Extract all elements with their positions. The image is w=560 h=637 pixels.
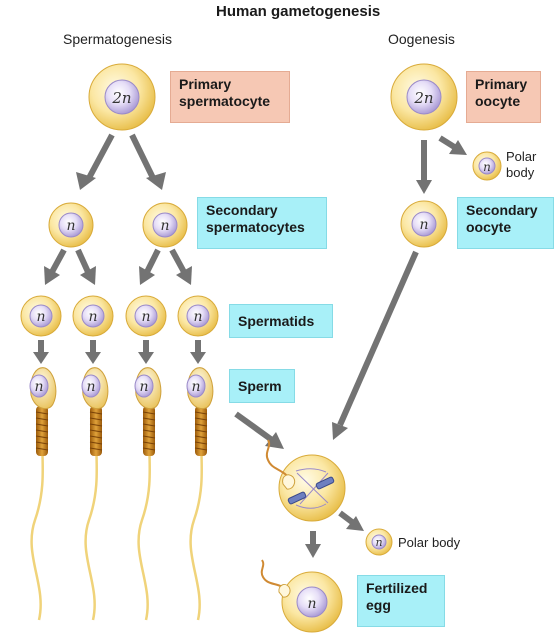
label-secondary-spermatocytes: Secondary spermatocytes — [197, 197, 327, 249]
fertilized-egg-cell: n — [260, 559, 343, 633]
sperm-cell-4: n — [186, 367, 214, 621]
arrow-primary-to-secondary-right — [129, 133, 156, 180]
ploidy-n-label: n — [139, 379, 148, 395]
label-fertilized-egg: Fertilized egg — [357, 575, 445, 627]
label-spermatids: Spermatids — [229, 304, 333, 338]
ploidy-n-label: n — [483, 160, 491, 174]
arrow-sec1-to-tid1 — [49, 248, 67, 274]
ploidy-2n-label: 2n — [111, 89, 131, 107]
fertilization-egg-cell — [265, 439, 346, 522]
ploidy-n-label: n — [141, 309, 150, 325]
arrow-egg-to-polar-body — [338, 510, 354, 525]
ploidy-n-label: n — [66, 218, 75, 234]
label-polar-body-2: Polar body — [398, 535, 461, 550]
label-primary-oocyte-line1: Primary — [475, 76, 528, 92]
arrow-sec2-to-tid4 — [169, 248, 187, 274]
oogenesis-heading: Oogenesis — [388, 31, 455, 47]
sperm-cell-2: n — [81, 367, 109, 621]
arrow-primary-to-secondary-left — [86, 133, 115, 180]
label-secondary-oocyte: Secondary oocyte — [457, 197, 554, 249]
ploidy-n-label: n — [307, 596, 316, 612]
ploidy-n-label: n — [160, 218, 169, 234]
secondary-oocyte-cell: n — [400, 200, 448, 248]
ploidy-n-label: n — [34, 379, 43, 395]
polar-body-1-cell: n — [472, 151, 502, 181]
arrow-sec1-to-tid2 — [75, 248, 91, 274]
secondary-spermatocyte-cell-2: n — [142, 202, 188, 248]
diagram-title: Human gametogenesis — [216, 3, 381, 20]
ploidy-n-label: n — [36, 309, 45, 325]
label-secondary-oocyte-line1: Secondary — [466, 202, 538, 218]
label-primary-spermatocyte-line2: spermatocyte — [179, 93, 271, 109]
ploidy-n-label: n — [86, 379, 95, 395]
label-sperm-text: Sperm — [238, 378, 282, 394]
spermatid-cell-2: n — [72, 295, 114, 337]
spermatid-cell-4: n — [177, 295, 219, 337]
label-polar-body-1: Polar body — [506, 149, 536, 181]
arrow-sperm-to-egg — [234, 411, 274, 443]
spermatid-cell-3: n — [125, 295, 167, 337]
polar-body-2-cell: n — [365, 528, 393, 556]
label-primary-oocyte: Primary oocyte — [466, 71, 541, 123]
label-polar-body-1-line2: body — [506, 165, 535, 180]
label-primary-spermatocyte: Primary spermatocyte — [170, 71, 290, 123]
primary-spermatocyte-cell: 2n — [88, 63, 156, 131]
ploidy-n-label: n — [88, 309, 97, 325]
secondary-spermatocyte-cell-1: n — [48, 202, 94, 248]
label-secondary-spermatocytes-line1: Secondary — [206, 202, 278, 218]
arrows — [33, 133, 467, 558]
label-sperm: Sperm — [229, 369, 295, 403]
label-fertilized-egg-line1: Fertilized — [366, 580, 428, 596]
ploidy-n-label: n — [419, 217, 428, 233]
label-polar-body-1-line1: Polar — [506, 149, 537, 164]
sperm-cell-3: n — [134, 367, 162, 621]
label-primary-spermatocyte-line1: Primary — [179, 76, 232, 92]
label-primary-oocyte-line2: oocyte — [475, 93, 521, 109]
spermatogenesis-heading: Spermatogenesis — [63, 31, 172, 47]
arrow-secondary-oocyte-to-egg — [337, 250, 419, 427]
ploidy-n-label: n — [191, 379, 200, 395]
spermatid-cell-1: n — [20, 295, 62, 337]
label-secondary-oocyte-line2: oocyte — [466, 219, 512, 235]
sperm-cell-1: n — [29, 367, 57, 621]
ploidy-n-label: n — [375, 536, 382, 549]
label-spermatids-text: Spermatids — [238, 313, 315, 329]
arrow-sec2-to-tid3 — [144, 248, 161, 274]
label-secondary-spermatocytes-line2: spermatocytes — [206, 219, 305, 235]
primary-oocyte-cell: 2n — [390, 63, 458, 131]
arrow-primary-oocyte-to-polar — [438, 135, 458, 151]
ploidy-2n-label: 2n — [413, 89, 433, 107]
ploidy-n-label: n — [193, 309, 202, 325]
label-fertilized-egg-line2: egg — [366, 597, 391, 613]
